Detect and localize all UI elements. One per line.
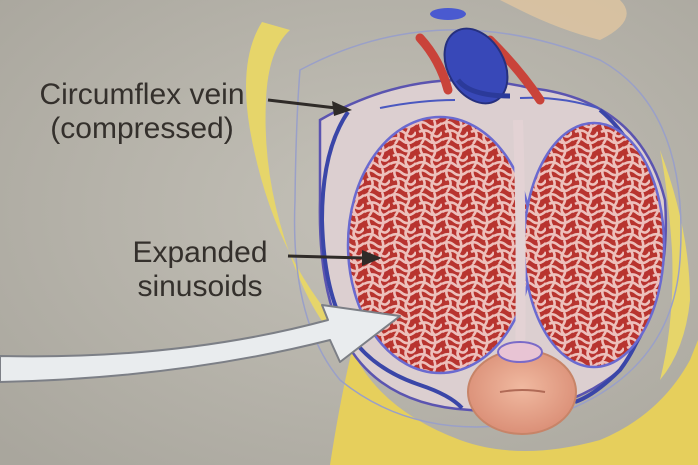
circumflex-vein-label-line2: (compressed)	[12, 112, 272, 146]
expanded-sinusoids-label: Expanded sinusoids	[100, 236, 300, 304]
circumflex-vein-label-line1: Circumflex vein	[12, 78, 272, 112]
expanded-sinusoids-label-line1: Expanded	[100, 236, 300, 270]
circumflex-vein-label: Circumflex vein (compressed)	[12, 78, 272, 146]
corpus-cavernosum-right	[524, 123, 664, 367]
septum	[518, 120, 521, 370]
expanded-sinusoids-label-line2: sinusoids	[100, 270, 300, 304]
dorsal-vein-top	[430, 8, 466, 20]
urethra-top-vessel	[498, 342, 542, 362]
